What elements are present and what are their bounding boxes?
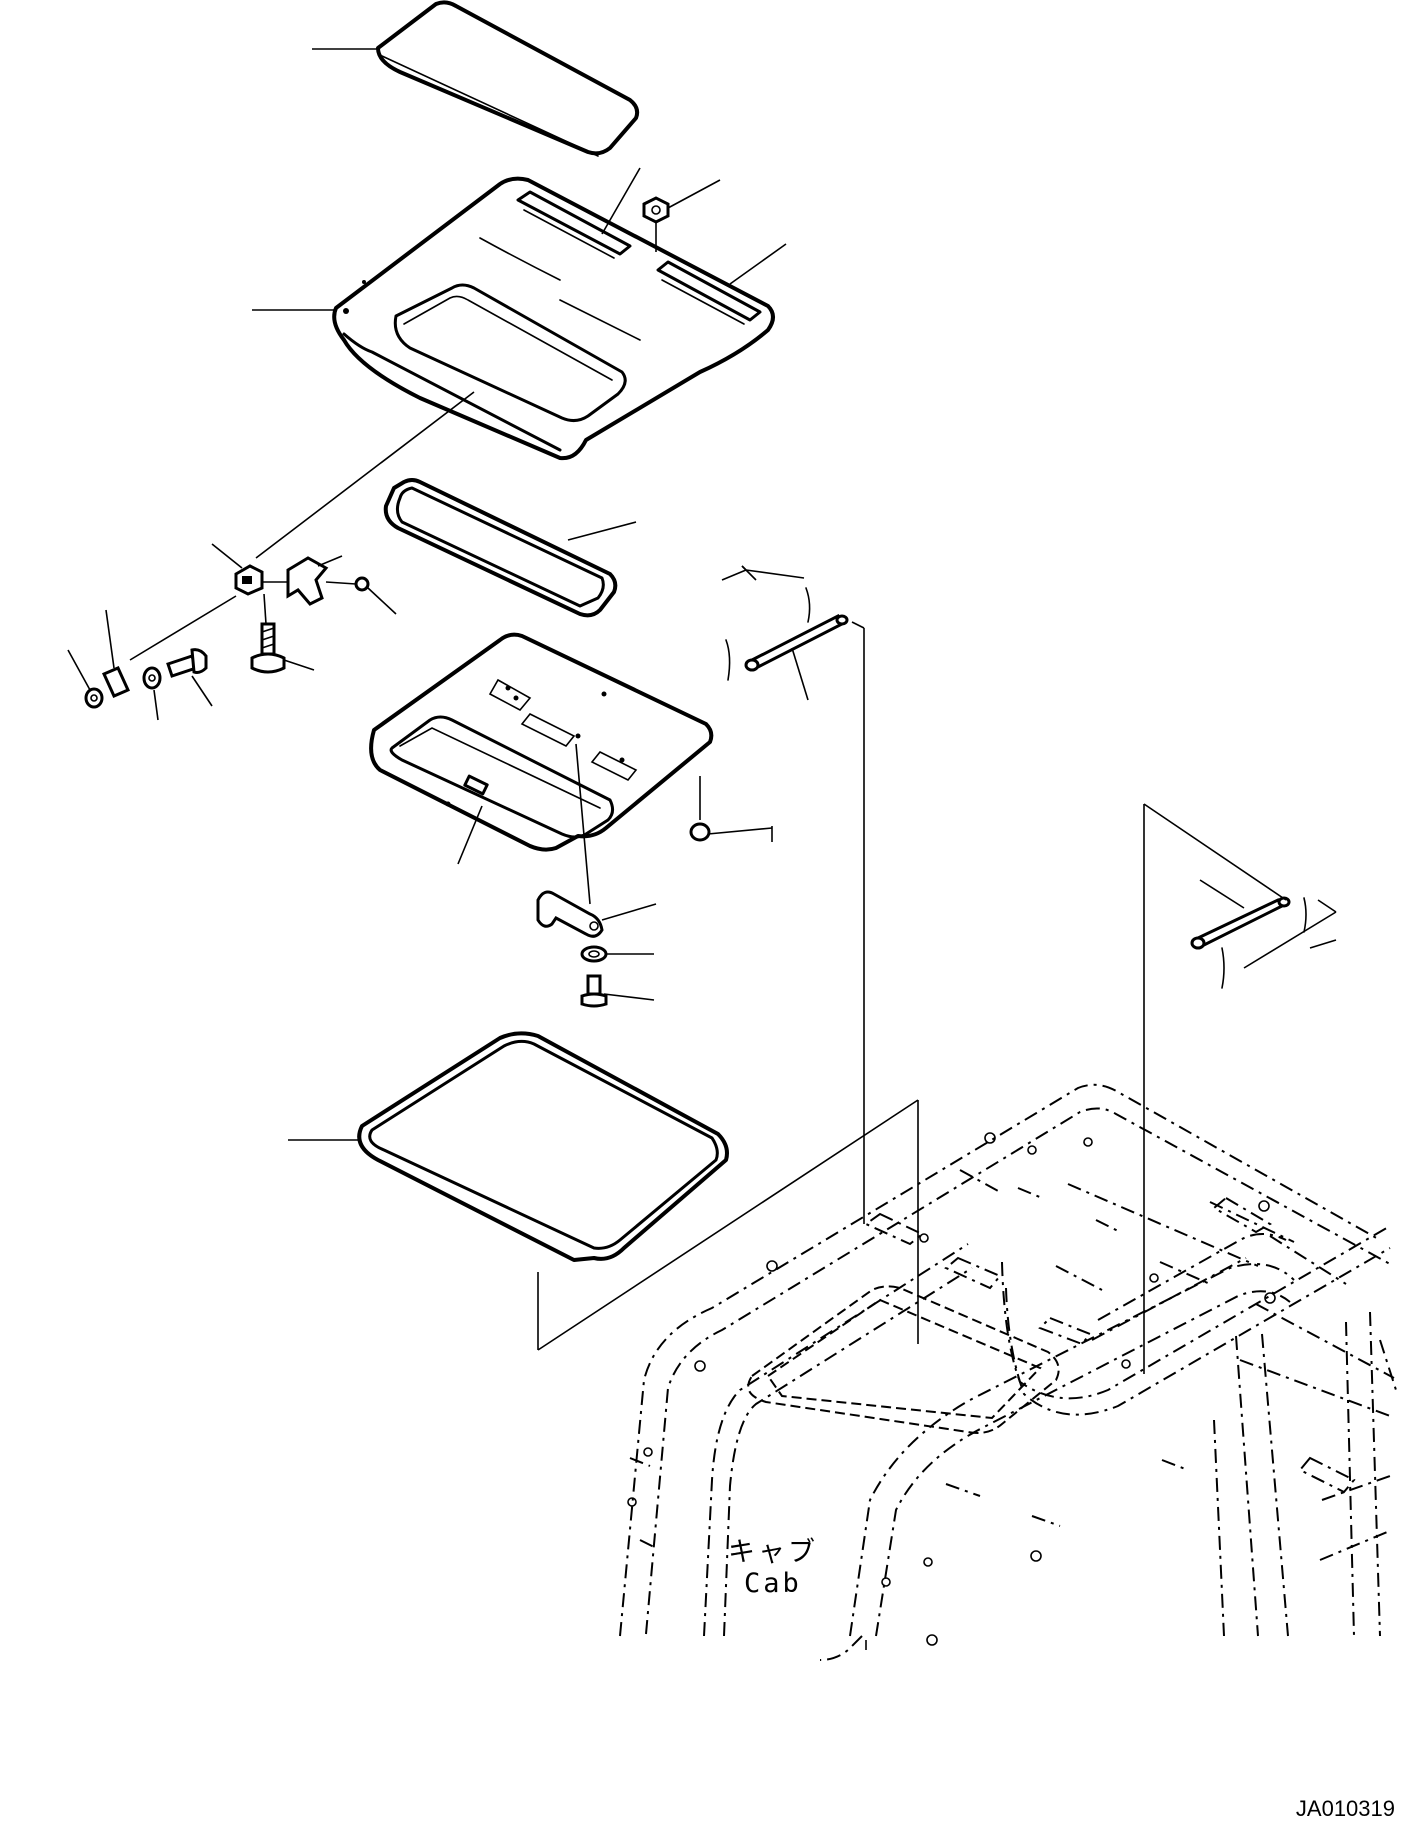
- handle-bolt: [580, 974, 608, 1008]
- leader-bracket: [317, 555, 343, 567]
- roof-pad: [376, 0, 640, 157]
- cab-label-japanese: キャブ: [728, 1537, 818, 1568]
- leader-short-bolt: [191, 675, 213, 707]
- drawing-code: JA010319: [1295, 1796, 1395, 1821]
- leader-gas-spring-lower-d: [1309, 939, 1337, 949]
- knob: [354, 576, 370, 592]
- leader-cover-rail-right: [729, 243, 787, 285]
- hatch-handle: [536, 890, 604, 938]
- leader-gas-spring-lower-c: [1317, 899, 1337, 913]
- leader-small-parts-axis: [129, 595, 237, 661]
- leader-latch-bolt-axis: [263, 593, 267, 625]
- grommet: [689, 822, 711, 842]
- leader-handle-bolt: [603, 993, 655, 1001]
- hatch-inner-plate: [369, 632, 714, 852]
- roof-cover: [332, 176, 775, 461]
- leader-frame-to-cab-b: [537, 1099, 919, 1351]
- leader-gas-spring-lower-b: [1243, 911, 1337, 969]
- latch-bracket: [234, 556, 329, 606]
- leader-upper-spring-to-cab-a: [851, 621, 865, 629]
- gas-spring-lower: [1190, 896, 1307, 989]
- short-bolt: [166, 648, 208, 678]
- roof-frame-seal: [357, 1031, 729, 1262]
- small-nut: [84, 687, 104, 709]
- cab-label-english: Cab: [744, 1568, 802, 1599]
- leader-knob: [367, 587, 397, 615]
- leader-gas-spring-lower-a: [1199, 879, 1245, 909]
- leader-bracket-knob: [325, 581, 357, 585]
- leader-latch-bolt: [283, 659, 315, 671]
- leader-hatch-seal: [567, 521, 637, 541]
- leader-handle: [601, 903, 657, 921]
- leader-washer: [153, 689, 159, 721]
- leader-hatch-inner-plate: [457, 805, 483, 865]
- cab-structure: [619, 1083, 1397, 1661]
- gas-spring-upper: [725, 587, 849, 681]
- leader-cover-to-latch: [255, 391, 475, 559]
- leader-gas-spring-upper-a: [721, 569, 747, 581]
- leader-gas-spring-upper-b: [745, 569, 805, 579]
- leader-small-nut: [67, 649, 91, 691]
- clip-plate: [102, 666, 130, 698]
- leader-gas-spring-body: [791, 647, 809, 701]
- washer: [142, 666, 162, 690]
- latch-bolt: [250, 622, 286, 674]
- hex-nut: [642, 196, 670, 224]
- leader-clip-plate: [105, 609, 115, 669]
- leader-gas-spring-upper-d: [741, 565, 757, 581]
- leader-hex-nut: [667, 179, 721, 209]
- leader-lower-spring-to-cab-a: [1143, 803, 1287, 901]
- hatch-seal: [383, 478, 618, 618]
- leader-grommet: [707, 827, 773, 835]
- handle-washer: [580, 945, 608, 963]
- leader-cover-rail-left: [601, 167, 641, 235]
- leader-plate-axis-1: [575, 743, 591, 905]
- leader-latch: [211, 543, 243, 569]
